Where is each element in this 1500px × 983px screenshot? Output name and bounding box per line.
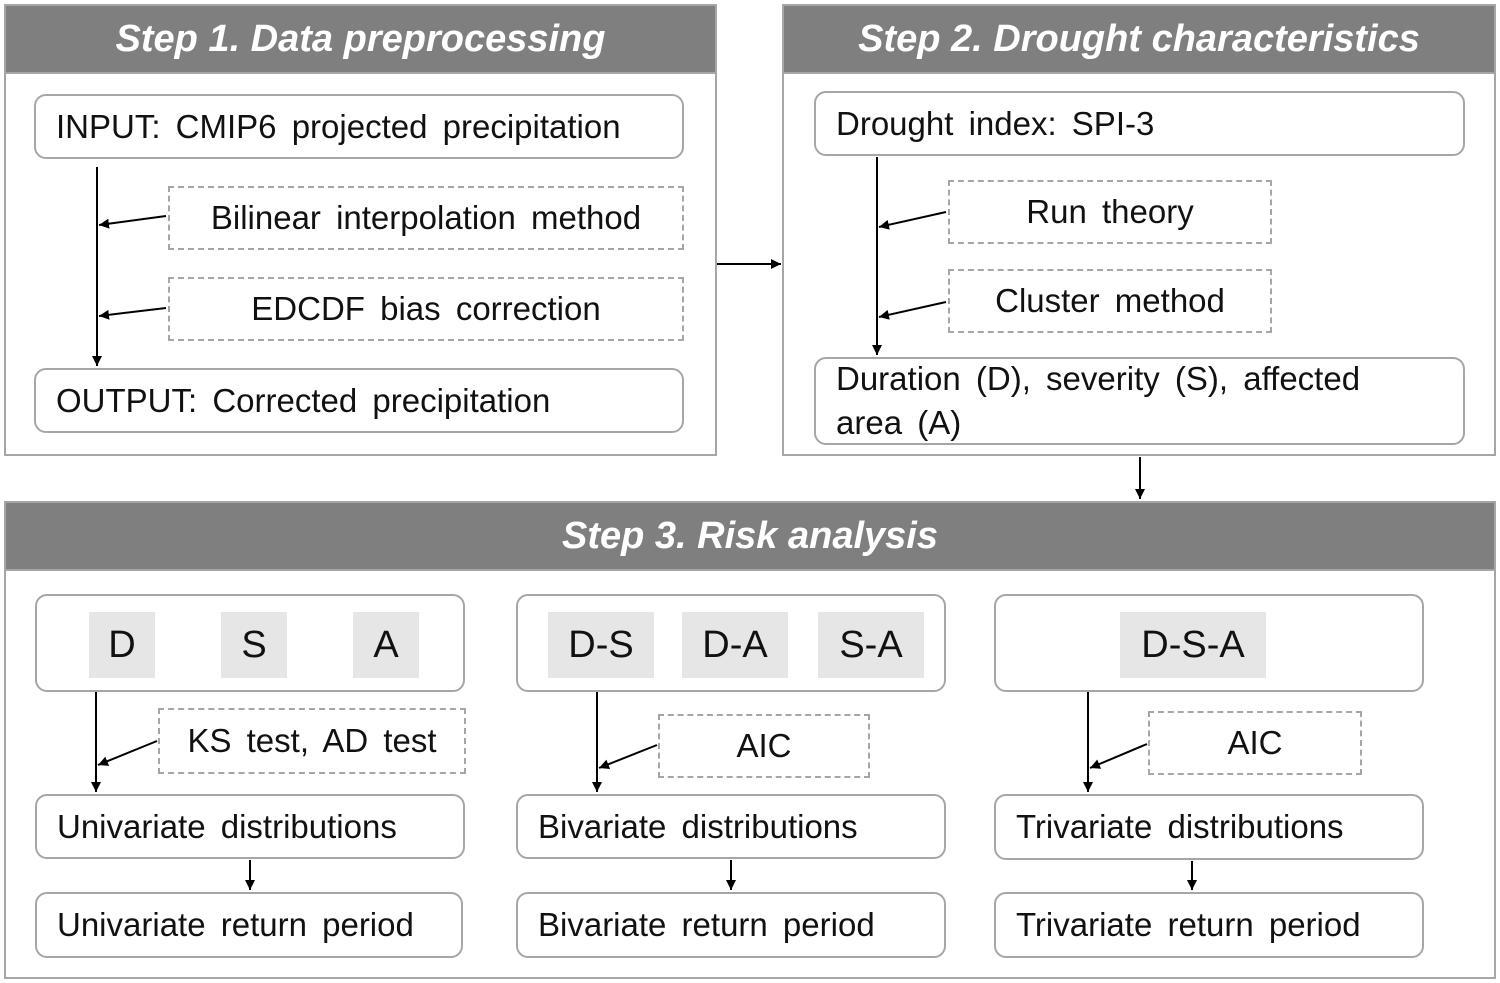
cluster-arrow xyxy=(878,301,947,320)
bivariate-return-period-box: Bivariate return period xyxy=(516,892,946,958)
bivariate-test-box: AIC xyxy=(658,714,870,778)
run-theory-arrow xyxy=(878,211,947,230)
characteristics-line2: area (A) xyxy=(836,404,962,441)
trivariate-distributions-box: Trivariate distributions xyxy=(994,794,1424,860)
trivariate-variables-box: D-S-A xyxy=(994,594,1424,692)
characteristics-line1: Duration (D), severity (S), affected xyxy=(836,360,1361,397)
variable-chip-d: D xyxy=(89,612,155,678)
step1-title: Step 1. Data preprocessing xyxy=(6,6,715,74)
trivariate-return-period-box: Trivariate return period xyxy=(994,892,1424,958)
univariate-test-arrow xyxy=(97,740,158,766)
bias-correction-box: EDCDF bias correction xyxy=(168,277,684,341)
step2-title: Step 2. Drought characteristics xyxy=(784,6,1494,74)
bivariate-variables-box: D-S D-A S-A xyxy=(516,594,946,692)
variable-chip-d-s: D-S xyxy=(548,612,654,678)
variable-chip-s: S xyxy=(221,612,287,678)
interpolation-arrow xyxy=(98,215,167,229)
interpolation-box: Bilinear interpolation method xyxy=(168,186,684,250)
trivariate-test-arrow xyxy=(1089,743,1148,769)
univariate-variables-box: D S A xyxy=(35,594,465,692)
bias-arrow xyxy=(98,307,167,320)
cluster-method-box: Cluster method xyxy=(948,269,1272,333)
run-theory-box: Run theory xyxy=(948,180,1272,244)
variable-chip-s-a: S-A xyxy=(818,612,924,678)
bivariate-test-arrow xyxy=(598,744,658,769)
trivariate-test-box: AIC xyxy=(1148,711,1362,775)
univariate-test-box: KS test, AD test xyxy=(158,708,466,774)
drought-index-box: Drought index: SPI-3 xyxy=(814,91,1465,156)
variable-chip-d-s-a: D-S-A xyxy=(1120,612,1266,678)
step3-title: Step 3. Risk analysis xyxy=(6,503,1494,571)
drought-characteristics-box: Duration (D), severity (S), affected are… xyxy=(814,357,1465,445)
variable-chip-a: A xyxy=(353,612,419,678)
univariate-distributions-box: Univariate distributions xyxy=(35,794,465,859)
univariate-return-period-box: Univariate return period xyxy=(35,892,463,958)
bivariate-distributions-box: Bivariate distributions xyxy=(516,794,946,859)
input-box: INPUT: CMIP6 projected precipitation xyxy=(34,94,684,159)
variable-chip-d-a: D-A xyxy=(682,612,788,678)
output-box: OUTPUT: Corrected precipitation xyxy=(34,368,684,433)
